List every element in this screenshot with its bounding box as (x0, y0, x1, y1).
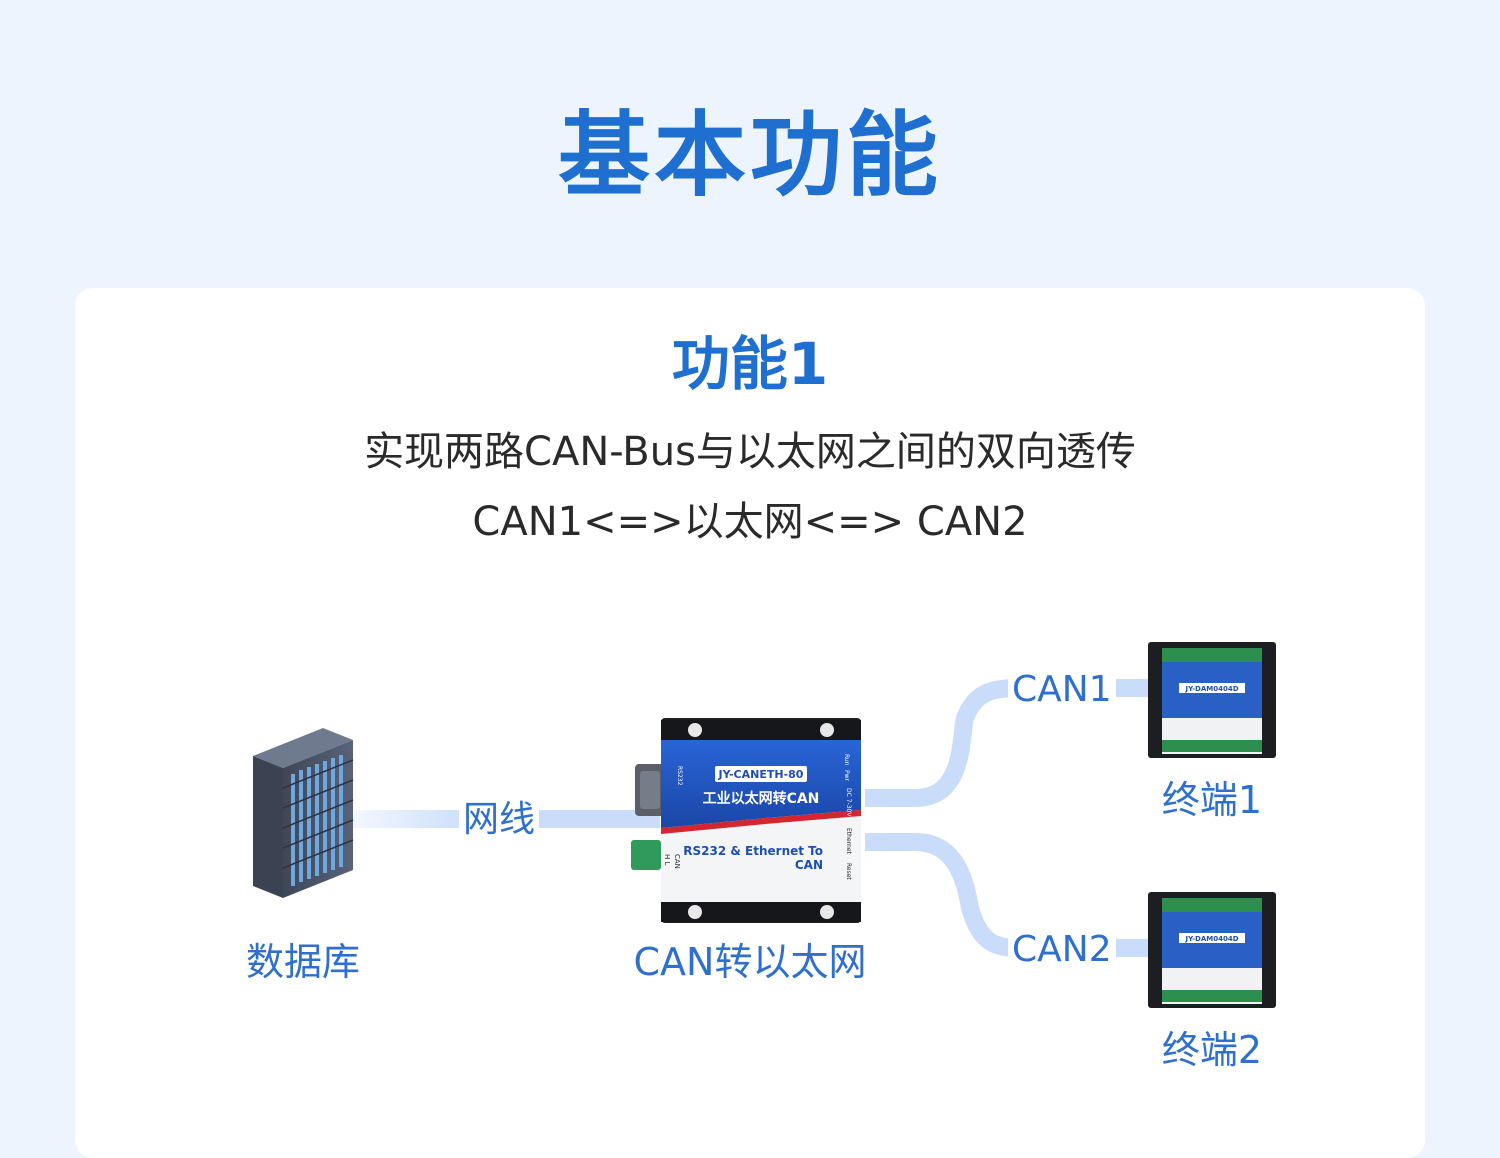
feature-card: 功能1 实现两路CAN-Bus与以太网之间的双向透传 CAN1<=>以太网<=>… (75, 288, 1425, 1158)
page-title: 基本功能 (557, 102, 942, 209)
can-ethernet-gateway-device: JY-CANETH-80 工业以太网转CAN RS232 & Ethernet … (631, 718, 861, 923)
terminal-1-model: JY-DAM0404D (1184, 685, 1238, 693)
gateway-port-dc: DC 7-30V (845, 788, 852, 817)
can1-label: CAN1 (1008, 669, 1116, 710)
cable-can1 (865, 679, 1150, 807)
gateway-port-can: CAN (673, 854, 681, 869)
gateway-port-hl: H L (663, 854, 671, 865)
database-label: 数据库 (245, 940, 360, 984)
gateway-port-rs232: RS232 (676, 766, 683, 786)
database-server-icon (253, 728, 354, 898)
cable-can2 (865, 833, 1150, 957)
gateway-led-pwr: Pwr (843, 770, 850, 782)
terminal-2-model: JY-DAM0404D (1184, 935, 1238, 943)
terminal-device-2: JY-DAM0404D (1148, 892, 1276, 1008)
can2-label: CAN2 (1008, 929, 1116, 970)
feature-title: 功能1 (671, 330, 829, 398)
network-diagram: JY-CANETH-80 工业以太网转CAN RS232 & Ethernet … (253, 642, 1276, 1008)
gateway-subtitle-2: CAN (795, 858, 823, 872)
terminal-1-label: 终端1 (1161, 778, 1263, 822)
gateway-model-text: JY-CANETH-80 (718, 768, 804, 781)
gateway-port-ethernet: Ethernet (845, 828, 852, 854)
gateway-name-text: 工业以太网转CAN (703, 790, 820, 807)
terminal-2-label: 终端2 (1161, 1028, 1263, 1072)
feature-data-flow: CAN1<=>以太网<=> CAN2 (472, 499, 1028, 545)
terminal-device-1: JY-DAM0404D (1148, 642, 1276, 758)
gateway-led-run: Run (843, 754, 850, 766)
cable-label: 网线 (459, 799, 540, 840)
gateway-port-reset: Reset (845, 863, 852, 880)
feature-description: 实现两路CAN-Bus与以太网之间的双向透传 (364, 429, 1136, 475)
gateway-label: CAN转以太网 (633, 940, 867, 984)
gateway-subtitle-1: RS232 & Ethernet To (683, 844, 823, 858)
